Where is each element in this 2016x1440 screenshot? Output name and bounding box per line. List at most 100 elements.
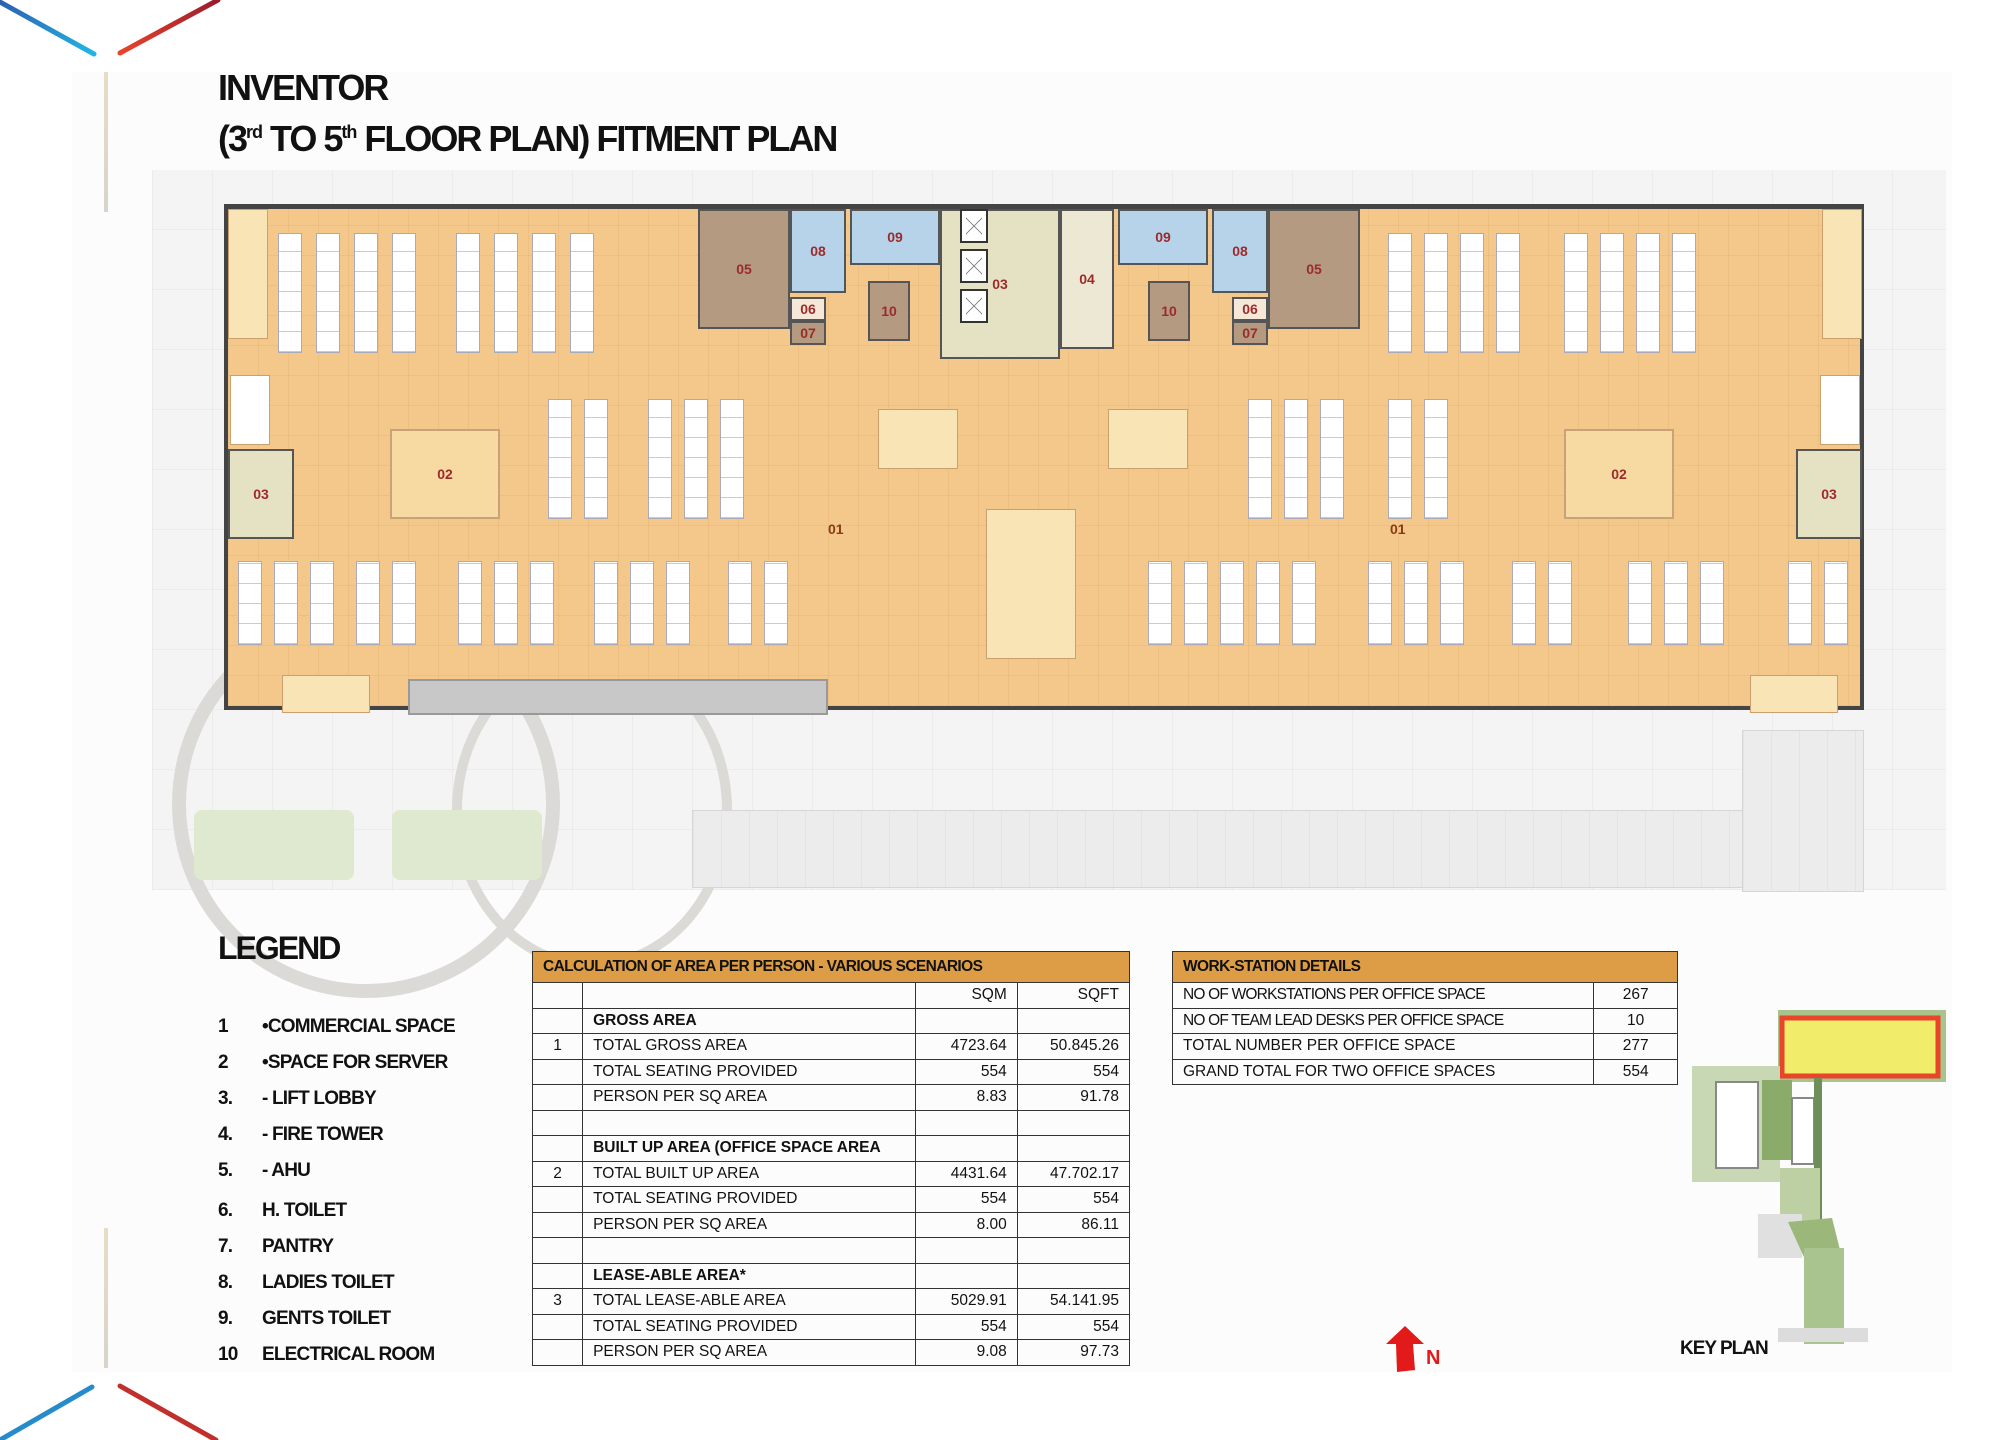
workstation-cluster — [1424, 233, 1448, 353]
meeting-room — [282, 675, 370, 713]
page-title: INVENTOR (3rd TO 5th FLOOR PLAN) FITMENT… — [218, 66, 838, 161]
workstation-cluster — [392, 561, 416, 645]
legend-item: 6.H. TOILET — [218, 1200, 347, 1221]
section-heading-row: BUILT UP AREA (OFFICE SPACE AREA — [531, 1135, 1131, 1162]
workstation-cluster — [1548, 561, 1572, 645]
workstation-cluster — [392, 233, 416, 353]
pantry-right: 07 — [1232, 321, 1268, 345]
h-toilet-left: 06 — [790, 297, 826, 321]
section-heading-row: LEASE-ABLE AREA* — [531, 1262, 1131, 1289]
workstation-cluster — [1284, 399, 1308, 519]
lift-lobby-core: 03 — [940, 209, 1060, 359]
title-line-2: (3rd TO 5th FLOOR PLAN) FITMENT PLAN — [218, 118, 838, 159]
fire-tower: 04 — [1060, 209, 1114, 349]
workstation-cluster — [354, 233, 378, 353]
lift-shaft — [960, 249, 988, 283]
lift-lobby-right: 03 — [1796, 449, 1862, 539]
workstation-cluster — [458, 561, 482, 645]
server-room-left: 02 — [390, 429, 500, 519]
workstation-cluster — [630, 561, 654, 645]
ahu-room-right: 05 — [1268, 209, 1360, 329]
workstation-cluster — [1628, 561, 1652, 645]
workstation-cluster — [1512, 561, 1536, 645]
workstation-cluster — [570, 233, 594, 353]
commercial-space-right-label: 01 — [1390, 521, 1406, 537]
gents-toilet-left: 09 — [850, 209, 940, 265]
workstation-cluster — [728, 561, 752, 645]
workstation-cluster — [494, 233, 518, 353]
title-line-1: INVENTOR — [218, 67, 389, 108]
workstation-cluster — [584, 399, 608, 519]
spacer-row — [531, 1237, 1131, 1264]
workstation-cluster — [356, 561, 380, 645]
commercial-space-left-label: 01 — [828, 521, 844, 537]
meeting-room — [1822, 209, 1862, 339]
meeting-room — [1750, 675, 1838, 713]
workstation-cluster — [1148, 561, 1172, 645]
meeting-room — [230, 375, 270, 445]
lift-shaft — [960, 209, 988, 243]
workstation-cluster — [1248, 399, 1272, 519]
workstation-cluster — [1460, 233, 1484, 353]
north-arrow-icon — [1386, 1326, 1424, 1372]
key-plan-label: KEY PLAN — [1680, 1338, 1769, 1359]
garden-area — [194, 810, 354, 880]
workstation-cluster — [1788, 561, 1812, 645]
electrical-room-right: 10 — [1148, 281, 1190, 341]
area-calculation-table: CALCULATION OF AREA PER PERSON - VARIOUS… — [531, 951, 1131, 1366]
workstation-cluster — [274, 561, 298, 645]
workstation-cluster — [684, 399, 708, 519]
workstation-details-table: WORK-STATION DETAILS NO OF WORKSTATIONS … — [1171, 951, 1678, 1085]
workstation-cluster — [1320, 399, 1344, 519]
workstation-cluster — [316, 233, 340, 353]
section-heading-row: GROSS AREA — [531, 1007, 1131, 1034]
workstation-cluster — [1424, 399, 1448, 519]
corner-decoration-bottom — [0, 1383, 219, 1440]
legend-item: 1•COMMERCIAL SPACE — [218, 1016, 456, 1037]
workstation-cluster — [1700, 561, 1724, 645]
server-room-right: 02 — [1564, 429, 1674, 519]
meeting-room — [1820, 375, 1860, 445]
gents-toilet-right: 09 — [1118, 209, 1208, 265]
workstation-cluster — [1388, 399, 1412, 519]
workstation-cluster — [648, 399, 672, 519]
legend-item: 2•SPACE FOR SERVER — [218, 1052, 448, 1073]
ahu-room-left: 05 — [698, 209, 790, 329]
workstation-cluster — [310, 561, 334, 645]
workstation-cluster — [1600, 233, 1624, 353]
parking-ramp — [1742, 730, 1864, 892]
legend-item: 7.PANTRY — [218, 1236, 334, 1257]
meeting-room — [878, 409, 958, 469]
workstation-cluster — [1440, 561, 1464, 645]
lift-lobby-left: 03 — [228, 449, 294, 539]
workstation-cluster — [1672, 233, 1696, 353]
workstation-cluster — [1824, 561, 1848, 645]
accent-line-top — [104, 72, 108, 212]
floor-plan: 03 02 05 08 06 07 09 10 03 04 10 09 08 0… — [152, 170, 1946, 998]
workstation-cluster — [278, 233, 302, 353]
h-toilet-right: 06 — [1232, 297, 1268, 321]
ladies-toilet-left: 08 — [790, 209, 846, 293]
conference-area — [986, 509, 1076, 659]
legend-item: 5.- AHU — [218, 1160, 311, 1181]
workstation-table-title: WORK-STATION DETAILS — [1172, 951, 1678, 983]
workstation-cluster — [548, 399, 572, 519]
workstation-cluster — [532, 233, 556, 353]
workstation-cluster — [1292, 561, 1316, 645]
workstation-cluster — [1220, 561, 1244, 645]
workstation-cluster — [1636, 233, 1660, 353]
open-terrace — [408, 679, 828, 715]
workstation-cluster — [764, 561, 788, 645]
meeting-room — [228, 209, 268, 339]
